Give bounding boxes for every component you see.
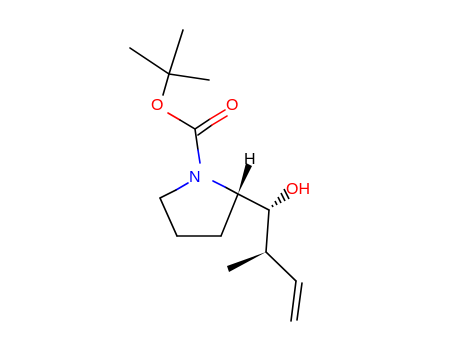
atom-hydroxyl: OH xyxy=(286,181,310,198)
stereo-wedge-methyl xyxy=(227,252,266,272)
bond-o-carbonyl-red xyxy=(167,112,181,121)
stereo-hash-oh xyxy=(271,188,290,208)
bond-carbonyl-n-blue xyxy=(197,149,201,164)
stereo-wedge-h xyxy=(238,163,252,194)
atom-ring-nitrogen: N xyxy=(189,169,201,186)
bond-c2-n-black xyxy=(224,186,239,195)
bond-vinyl-double-2 xyxy=(296,282,303,321)
bond-tbu-methyl-right xyxy=(168,73,210,81)
bond-n-c5-blue xyxy=(175,182,189,191)
bond-n-c5-black xyxy=(159,189,177,199)
bond-tbu-methyl-left xyxy=(129,47,170,75)
bond-tbu-to-o xyxy=(162,73,170,96)
bond-c3-c2 xyxy=(220,193,239,237)
bond-c2-n-blue xyxy=(212,180,226,188)
bond-carbonyl-n-black xyxy=(194,128,199,151)
bond-c2-choh xyxy=(237,193,270,211)
bond-c5-c4 xyxy=(159,197,178,237)
bond-co-double-b2 xyxy=(211,115,228,126)
atom-ester-oxygen: O xyxy=(151,97,163,114)
bond-vinyl-double-1 xyxy=(290,280,297,322)
bond-tbu-methyl-top xyxy=(168,29,184,75)
bond-o-carbonyl-black xyxy=(179,119,196,130)
bond-ch-vinyl xyxy=(265,251,297,282)
bond-co-double-a1 xyxy=(194,118,211,130)
atom-stereo-hydrogen: H xyxy=(244,151,256,168)
bond-co-double-a2 xyxy=(209,109,226,120)
bond-co-double-b1 xyxy=(197,124,213,136)
bond-choh-ch xyxy=(265,209,270,253)
atom-carbonyl-oxygen: O xyxy=(226,97,238,114)
